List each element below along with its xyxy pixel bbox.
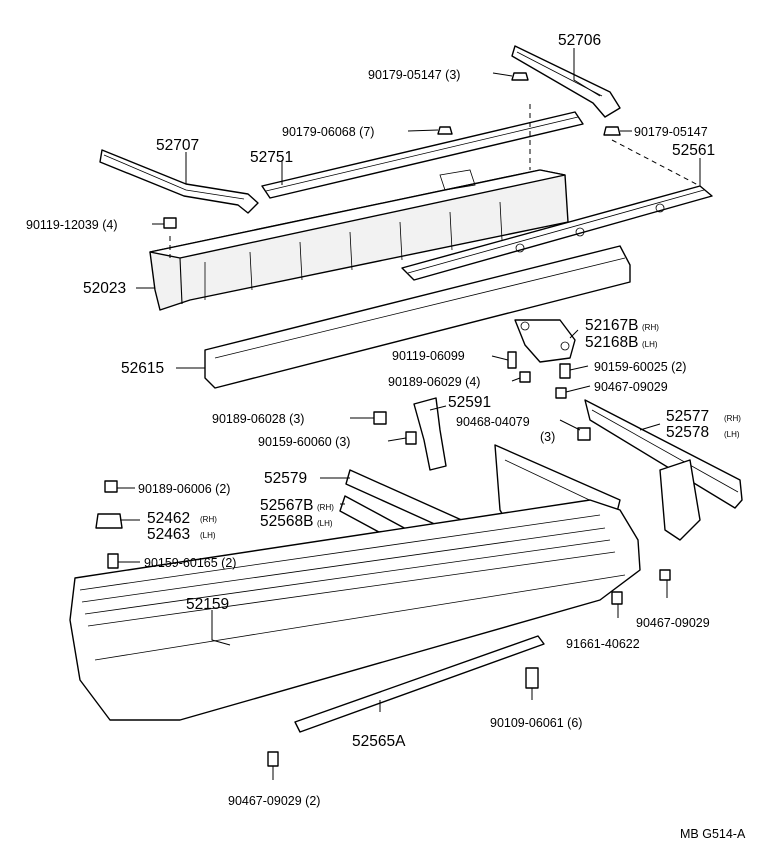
label-90189-06006: 90189-06006 (2): [138, 482, 230, 496]
label-52578: 52578: [666, 424, 709, 441]
label-52568b: 52568B: [260, 513, 313, 530]
label-90179-05147-b: 90179-05147: [634, 125, 708, 139]
label-52567b-side: (RH): [317, 503, 334, 512]
nut-90189-06006: [104, 480, 118, 493]
nut-90189-06028: [373, 411, 387, 425]
label-90468-04079-qty: (3): [540, 430, 555, 444]
nut-90467-09029-a: [555, 387, 567, 399]
label-52462-side: (RH): [200, 515, 217, 524]
label-52561: 52561: [672, 142, 715, 159]
label-52167b-side: (RH): [642, 323, 659, 332]
part-52023-absorber: [149, 169, 569, 311]
label-52462: 52462: [147, 510, 190, 527]
diagram-code: MB G514-A: [680, 827, 746, 841]
label-90159-60060: 90159-60060 (3): [258, 435, 350, 449]
label-52591: 52591: [448, 394, 491, 411]
part-52706-molding: [511, 45, 621, 118]
part-52591-bracket: [413, 397, 447, 471]
label-90119-12039: 90119-12039 (4): [26, 218, 118, 232]
bolt-90159-60165: [107, 553, 119, 569]
clip-90179-06068: [437, 126, 453, 135]
label-52159: 52159: [186, 596, 229, 613]
part-52751-molding: [261, 111, 584, 199]
label-52615: 52615: [121, 360, 164, 377]
label-90159-60025: 90159-60025 (2): [594, 360, 686, 374]
part-52159-bumper-cover: [69, 499, 641, 721]
bolt-90159-60025: [559, 363, 571, 379]
label-52706: 52706: [558, 32, 601, 49]
label-90467-09029-a: 90467-09029: [594, 380, 668, 394]
clip-90468-04079: [577, 427, 591, 441]
part-52577-side-bracket: [659, 459, 701, 541]
label-90179-05147-a: 90179-05147 (3): [368, 68, 460, 82]
part-52615-step-plate: [204, 245, 631, 389]
label-90109-06061: 90109-06061 (6): [490, 716, 582, 730]
label-90189-06028: 90189-06028 (3): [212, 412, 304, 426]
label-90468-04079: 90468-04079: [456, 415, 530, 429]
label-52751: 52751: [250, 149, 293, 166]
label-52579: 52579: [264, 470, 307, 487]
label-52463: 52463: [147, 526, 190, 543]
label-52578-side: (LH): [724, 430, 740, 439]
nut-90467-09029-b: [659, 569, 671, 581]
part-52707-molding: [99, 149, 259, 214]
bolt-90159-60060: [405, 431, 417, 445]
label-91661-40622: 91661-40622: [566, 637, 640, 651]
label-52565a: 52565A: [352, 733, 406, 750]
label-52023: 52023: [83, 280, 126, 297]
nut-90467-09029-c: [267, 751, 279, 767]
label-52568b-side: (LH): [317, 519, 333, 528]
leader-lines: [117, 48, 701, 780]
label-52463-side: (LH): [200, 531, 216, 540]
nut-90189-06029: [519, 371, 531, 383]
bolt-90109-06061: [525, 667, 539, 689]
label-90119-06099: 90119-06099: [392, 349, 465, 363]
screw-91661-40622: [611, 591, 623, 605]
label-90179-06068: 90179-06068 (7): [282, 125, 374, 139]
label-52707: 52707: [156, 137, 199, 154]
part-52561-reinforcement: [401, 185, 713, 281]
label-90467-09029-c: 90467-09029 (2): [228, 794, 320, 808]
label-90467-09029-b: 90467-09029: [636, 616, 710, 630]
clip-90119-12039: [163, 217, 177, 229]
label-52168b: 52168B: [585, 334, 638, 351]
clip-90179-05147-b: [603, 126, 621, 136]
label-52168b-side: (LH): [642, 340, 658, 349]
pad-52462: [95, 513, 123, 529]
label-52577: 52577: [666, 408, 709, 425]
clip-90179-05147-a: [511, 72, 529, 81]
part-52577-bracket: [584, 399, 743, 509]
part-52565a-strip: [294, 635, 545, 733]
label-90159-60165: 90159-60165 (2): [144, 556, 236, 570]
label-52577-side: (RH): [724, 414, 741, 423]
label-90189-06029: 90189-06029 (4): [388, 375, 480, 389]
bolt-90119-06099: [507, 351, 517, 369]
label-52567b: 52567B: [260, 497, 313, 514]
label-52167b: 52167B: [585, 317, 638, 334]
dash-line-3: [611, 139, 701, 187]
part-52167b-bracket: [514, 319, 576, 363]
